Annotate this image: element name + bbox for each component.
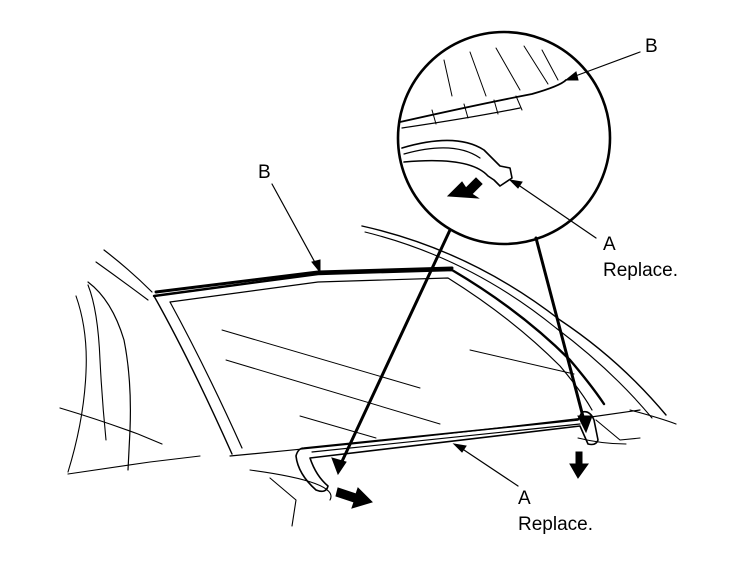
label-a-lower: A bbox=[518, 488, 531, 509]
callout-leaders bbox=[271, 51, 641, 487]
arrow-right-icon bbox=[569, 451, 589, 479]
label-a-upper-note: Replace. bbox=[603, 260, 678, 281]
magnifier-leaders bbox=[331, 228, 593, 476]
label-a-upper: A bbox=[603, 234, 616, 255]
upper-molding-b bbox=[154, 266, 454, 294]
label-b-top: B bbox=[645, 36, 658, 57]
arrow-left-icon bbox=[335, 487, 373, 509]
callout-labels: B B A Replace. A Replace. bbox=[258, 36, 678, 535]
removal-arrows bbox=[335, 451, 589, 509]
removal-arrow-icon bbox=[446, 177, 483, 199]
car-body bbox=[59, 225, 677, 527]
lower-molding-a bbox=[295, 410, 599, 493]
detail-magnifier bbox=[396, 30, 612, 246]
windshield-glass bbox=[152, 268, 606, 455]
label-b-left: B bbox=[258, 162, 271, 183]
label-a-lower-note: Replace. bbox=[518, 514, 593, 535]
